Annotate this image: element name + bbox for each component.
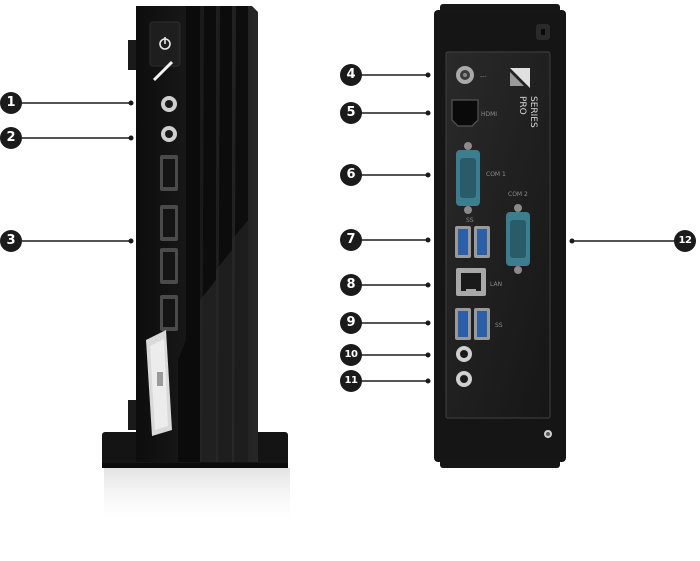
rear-audio-jack-2	[456, 371, 472, 387]
callout-3: 3	[0, 230, 22, 252]
rear-leader-lines	[350, 74, 684, 382]
label-usb-top: SS	[466, 217, 474, 224]
front-accent-line	[152, 60, 174, 82]
front-audio-jack-2	[161, 126, 177, 142]
brand-line2: SERIES	[528, 96, 538, 128]
label-hdmi: HDMI	[481, 111, 497, 118]
front-audio-jack-1	[161, 96, 177, 112]
label-com1: COM 1	[486, 171, 506, 178]
rear-usb-top	[455, 226, 490, 258]
label-lan: LAN	[490, 281, 502, 288]
rear-io-panel	[445, 51, 551, 419]
callout-6: 6	[340, 164, 362, 186]
front-stripes	[178, 6, 248, 462]
callout-10: 10	[340, 344, 362, 366]
rear-usb-bottom	[455, 308, 490, 340]
callout-9: 9	[340, 312, 362, 334]
lan-port	[456, 268, 486, 296]
pro-series-logo	[510, 68, 530, 88]
front-usb-ports	[160, 155, 178, 331]
callout-4: 4	[340, 64, 362, 86]
rear-view: PRO SERIES --- HDMI COM 1 COM 2 SS LAN S…	[434, 4, 566, 468]
com1-port	[456, 142, 480, 214]
rear-audio-jack-1	[456, 346, 472, 362]
port-labels: --- HDMI COM 1 COM 2 SS LAN SS	[466, 73, 528, 329]
com2-port	[506, 204, 530, 274]
callout-5: 5	[340, 102, 362, 124]
front-leader-lines	[22, 102, 130, 242]
brand-line1: PRO	[517, 96, 527, 115]
callout-1: 1	[0, 92, 22, 114]
dc-in-port	[456, 66, 474, 84]
front-reflection	[104, 468, 290, 528]
callout-2: 2	[0, 127, 22, 149]
label-usb-bottom: SS	[495, 322, 503, 329]
lock-slot-icon	[536, 24, 550, 40]
power-icon	[159, 37, 171, 50]
callout-11: 11	[340, 370, 362, 392]
label-com2: COM 2	[508, 191, 528, 198]
hdmi-port	[451, 99, 479, 127]
label-dc: ---	[480, 73, 487, 80]
callout-7: 7	[340, 229, 362, 251]
callout-12: 12	[674, 230, 696, 252]
callout-8: 8	[340, 274, 362, 296]
front-view	[102, 6, 290, 528]
